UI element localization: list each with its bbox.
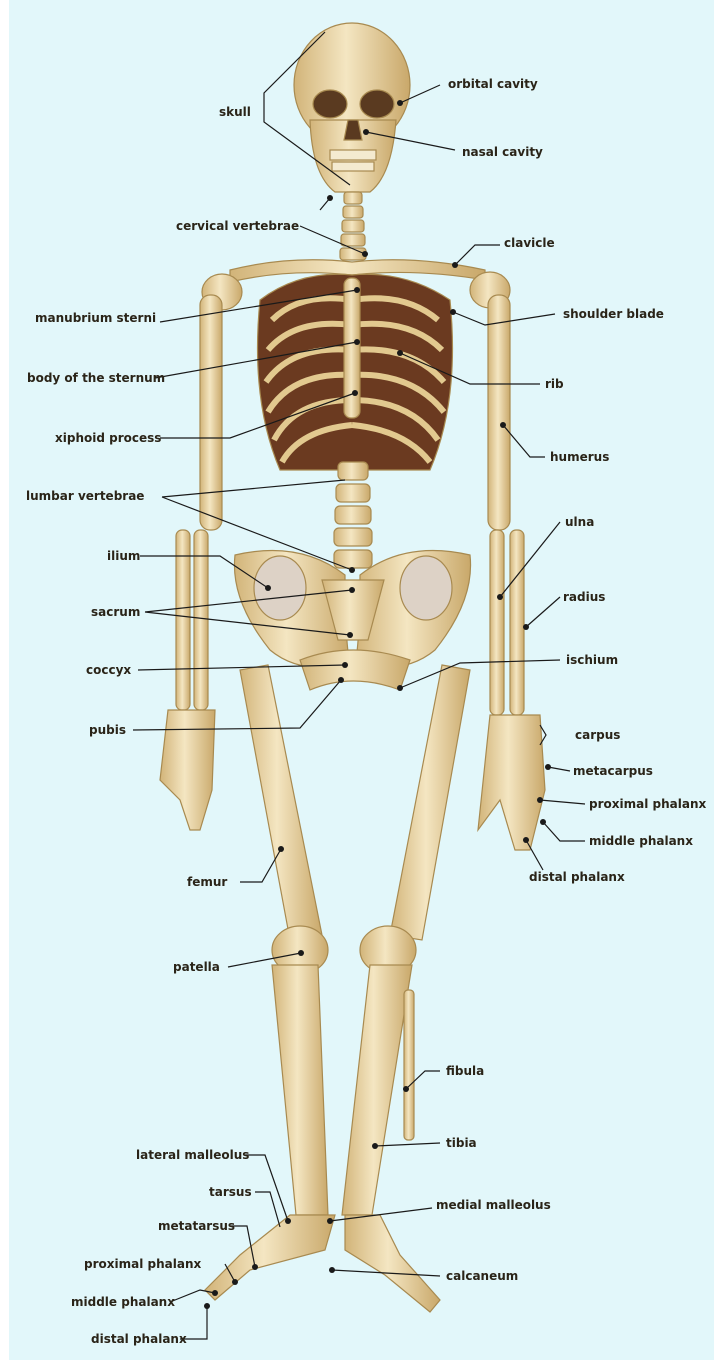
label-tibia: tibia [446,1136,477,1150]
label-metacarpus: metacarpus [573,764,653,778]
label-coccyx: coccyx [86,663,131,677]
leader-middle-phalanx-foot [170,1290,215,1302]
label-orbital-cavity: orbital cavity [448,77,538,91]
leader-orbital-cavity [400,85,440,103]
label-xiphoid-process: xiphoid process [55,431,161,445]
label-middle-phalanx-foot: middle phalanx [71,1295,175,1309]
label-lateral-malleolus: lateral malleolus [136,1148,249,1162]
label-proximal-phalanx-hand: proximal phalanx [589,797,706,811]
label-ulna: ulna [565,515,594,529]
leader-patella [228,953,301,967]
leader-ilium [140,556,268,588]
label-clavicle: clavicle [504,236,555,250]
label-lumbar-vertebrae: lumbar vertebrae [26,489,144,503]
label-radius: radius [563,590,605,604]
label-tarsus: tarsus [209,1185,252,1199]
label-sacrum: sacrum [91,605,140,619]
leader-carpus [540,725,546,745]
label-medial-malleolus: medial malleolus [436,1198,551,1212]
label-proximal-phalanx-foot: proximal phalanx [84,1257,201,1271]
label-carpus: carpus [575,728,620,742]
label-distal-phalanx-foot: distal phalanx [91,1332,187,1346]
label-patella: patella [173,960,220,974]
label-cervical-vertebrae: cervical vertebrae [176,219,299,233]
label-body-of-sternum: body of the sternum [27,371,165,385]
leader-manubrium-sterni [160,290,357,322]
label-femur: femur [187,875,227,889]
label-pubis: pubis [89,723,126,737]
leader-calcaneum [332,1270,440,1276]
leader-middle-phalanx-hand [543,822,585,841]
leader-femur [240,849,281,882]
leader-ischium [400,660,560,688]
label-ischium: ischium [566,653,618,667]
label-humerus: humerus [550,450,609,464]
leader-cervical-vertebrae [300,198,365,254]
leader-tibia [375,1143,440,1146]
leader-humerus [503,425,545,457]
leader-body-of-sternum [155,342,357,378]
leader-xiphoid-process [160,393,355,438]
leader-fibula [406,1071,440,1089]
leader-coccyx [138,665,345,670]
label-shoulder-blade: shoulder blade [563,307,664,321]
label-rib: rib [545,377,564,391]
leader-sacrum [145,590,352,635]
label-middle-phalanx-hand: middle phalanx [589,834,693,848]
leader-radius [526,597,560,627]
label-metatarsus: metatarsus [158,1219,235,1233]
leader-distal-phalanx-hand [526,840,543,870]
label-skull: skull [219,105,251,119]
leader-pubis [133,680,341,730]
label-calcaneum: calcaneum [446,1269,518,1283]
leader-rib [400,353,540,384]
leader-nasal-cavity [366,132,455,150]
leader-shoulder-blade [453,312,555,325]
label-manubrium-sterni: manubrium sterni [35,311,156,325]
leader-ulna [500,522,560,597]
label-distal-phalanx-hand: distal phalanx [529,870,625,884]
leader-tarsus [255,1192,280,1227]
leader-clavicle [455,245,500,265]
leader-metacarpus [548,767,570,771]
leader-skull [264,32,350,185]
label-ilium: ilium [107,549,140,563]
label-fibula: fibula [446,1064,484,1078]
leader-medial-malleolus [330,1208,432,1221]
leader-proximal-phalanx-hand [540,800,585,804]
leader-proximal-phalanx-foot [225,1264,235,1282]
label-nasal-cavity: nasal cavity [462,145,543,159]
